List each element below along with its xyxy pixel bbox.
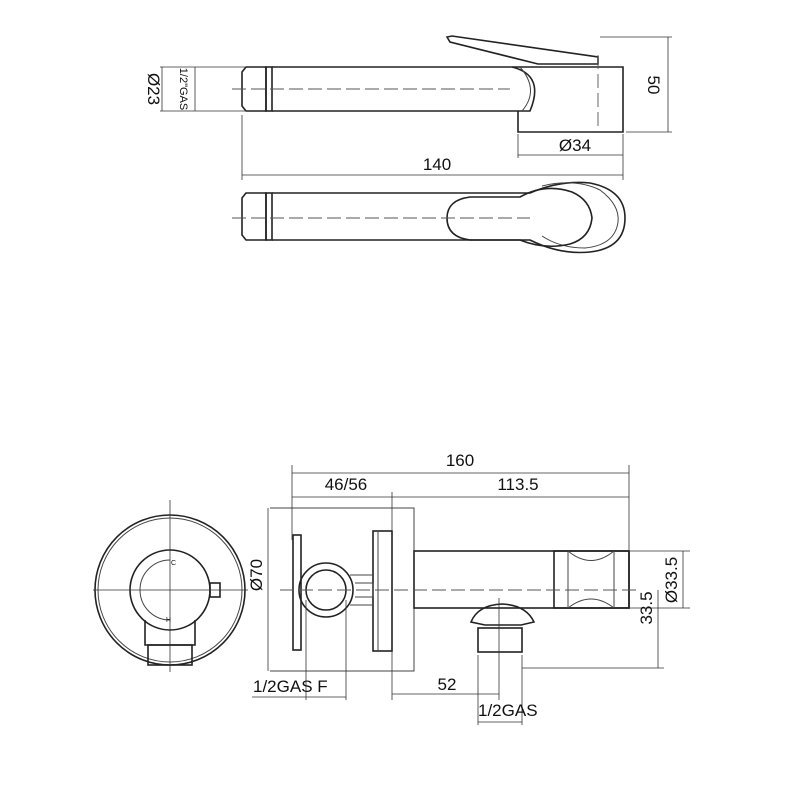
wall-depth-label: 46/56	[325, 475, 368, 494]
cold-mark: C	[171, 560, 176, 567]
valve-front-view: C H	[93, 500, 248, 672]
total-length-label: 160	[446, 451, 474, 470]
length-140-label: 140	[423, 155, 451, 174]
thread-label: 1/2"GAS	[177, 68, 189, 110]
outlet-thread-label: 1/2GAS	[478, 701, 538, 720]
height-50-label: 50	[644, 76, 663, 95]
holder-diameter-label: Ø33.5	[662, 557, 681, 603]
handshower-top-view	[232, 181, 626, 254]
hot-mark: H	[166, 617, 171, 624]
inlet-thread-label: 1/2GAS F	[253, 677, 328, 696]
projection-label: 113.5	[497, 475, 538, 494]
outlet-drop-label: 33.5	[637, 591, 656, 624]
diameter-23-label: Ø23	[144, 73, 163, 105]
head-diameter-label: Ø34	[559, 136, 591, 155]
handshower-side-view: Ø23 1/2"GAS 50 Ø34 140	[144, 35, 672, 180]
valve-side-view: 160 46/56 113.5 Ø70 1/2GAS F 52 1/2GAS 3…	[247, 451, 690, 725]
outlet-offset-label: 52	[438, 675, 457, 694]
plate-diameter-label: Ø70	[247, 559, 266, 591]
